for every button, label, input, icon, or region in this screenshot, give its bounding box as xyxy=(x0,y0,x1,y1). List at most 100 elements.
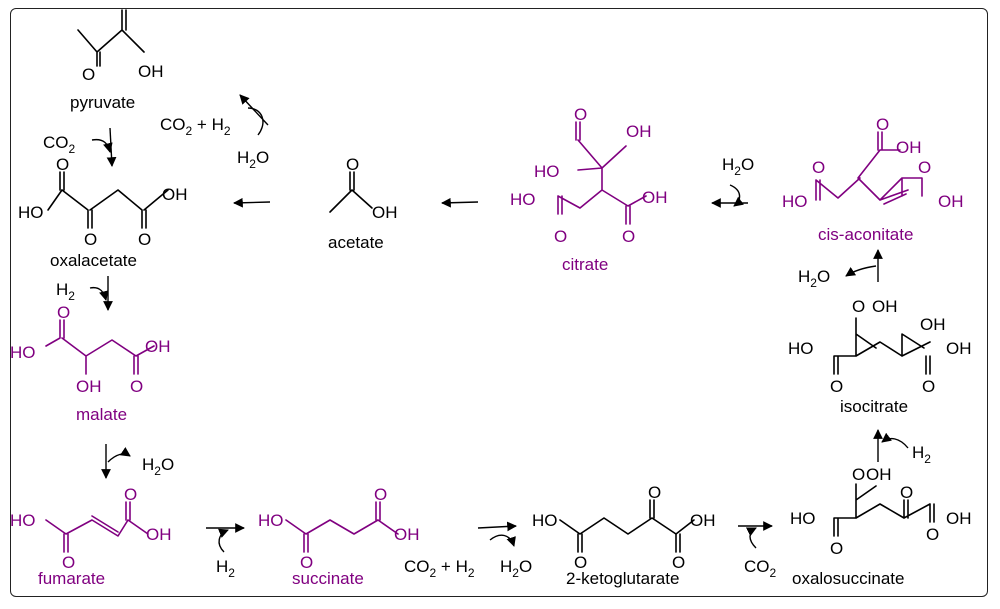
svg-text:O: O xyxy=(830,377,843,396)
oxalosuccinate-to-isocitrate-arrow: H2 xyxy=(873,429,931,466)
svg-text:O: O xyxy=(830,539,843,558)
svg-text:O: O xyxy=(56,155,69,174)
svg-text:O: O xyxy=(84,230,97,249)
svg-text:HO: HO xyxy=(258,511,284,530)
co2-fixation-arrow: CO2 xyxy=(43,127,117,167)
svg-text:O: O xyxy=(574,553,587,572)
svg-text:O: O xyxy=(346,155,359,174)
malate-to-fumarate-arrow: H2O xyxy=(101,444,174,479)
svg-text:HO: HO xyxy=(790,509,816,528)
svg-text:HO: HO xyxy=(10,511,36,530)
svg-text:OH: OH xyxy=(162,185,188,204)
citrate-to-acetate-arrow xyxy=(441,197,479,208)
svg-text:O: O xyxy=(374,485,387,504)
svg-text:HO: HO xyxy=(782,192,808,211)
svg-text:O: O xyxy=(648,483,661,502)
2-ketoglutarate-label: 2-ketoglutarate xyxy=(566,569,679,588)
svg-text:H2O: H2O xyxy=(142,455,174,478)
acetate-to-oxalacetate-arrow xyxy=(233,197,271,208)
svg-text:OH: OH xyxy=(866,465,892,484)
isocitrate-label: isocitrate xyxy=(840,397,908,416)
svg-text:O: O xyxy=(876,115,889,134)
svg-text:HO: HO xyxy=(534,162,560,181)
svg-text:O: O xyxy=(852,297,865,316)
svg-text:CO2: CO2 xyxy=(744,557,777,580)
oxalacetate-structure: O HO O O OH oxalacetate xyxy=(18,155,188,270)
svg-text:O: O xyxy=(57,303,70,322)
svg-text:H2: H2 xyxy=(912,443,931,466)
svg-text:O: O xyxy=(300,553,313,572)
oxalosuccinate-label: oxalosuccinate xyxy=(792,569,904,588)
isocitrate-to-aconitate-arrow: H2O xyxy=(798,249,883,290)
svg-text:O: O xyxy=(62,553,75,572)
svg-text:H2: H2 xyxy=(216,557,235,580)
svg-text:HO: HO xyxy=(18,203,44,222)
svg-text:H2: H2 xyxy=(56,280,75,303)
svg-text:HO: HO xyxy=(788,339,814,358)
svg-text:OH: OH xyxy=(642,188,668,207)
acetate-label: acetate xyxy=(328,233,384,252)
pyruvate-curved-arrow xyxy=(247,107,264,136)
svg-text:O: O xyxy=(130,377,143,396)
svg-text:HO: HO xyxy=(10,343,36,362)
svg-text:OH: OH xyxy=(938,192,964,211)
svg-text:O: O xyxy=(812,158,825,177)
svg-text:O: O xyxy=(124,485,137,504)
oxalacetate-label: oxalacetate xyxy=(50,251,137,270)
svg-text:OH: OH xyxy=(372,203,398,222)
svg-text:CO2: CO2 xyxy=(43,133,76,156)
svg-text:OH: OH xyxy=(946,509,972,528)
svg-text:O: O xyxy=(900,483,913,502)
svg-text:O: O xyxy=(672,553,685,572)
svg-text:O: O xyxy=(622,227,635,246)
svg-text:H2O: H2O xyxy=(798,267,830,290)
oxalacetate-to-malate-arrow: H2 xyxy=(56,276,113,311)
aconitate-to-citrate-arrow: H2O xyxy=(711,155,754,208)
fumarate-to-succinate-arrow: H2 xyxy=(206,523,245,580)
pyruvate-structure: O OH pyruvate xyxy=(70,9,164,112)
fumarate-structure: HO O OH O fumarate xyxy=(10,485,172,588)
ketoglutarate-to-oxalosuccinate-arrow: CO2 xyxy=(738,521,777,580)
svg-text:O: O xyxy=(138,230,151,249)
pyruvate-hydroxyl: OH xyxy=(138,62,164,81)
pyruvate-arrow xyxy=(239,94,269,126)
2-ketoglutarate-structure: HO O OH O O 2-ketoglutarate xyxy=(532,483,716,588)
pyruvate-oxo: O xyxy=(82,65,95,84)
svg-text:OH: OH xyxy=(146,525,172,544)
malate-structure: O HO OH OH O malate xyxy=(10,303,171,424)
svg-text:OH: OH xyxy=(920,315,946,334)
svg-text:OH: OH xyxy=(626,122,652,141)
svg-text:H2O: H2O xyxy=(722,155,754,178)
svg-text:O: O xyxy=(922,377,935,396)
svg-text:H2O: H2O xyxy=(237,148,269,171)
pyruvate-reagents: CO2 + H2 H2O xyxy=(160,94,269,171)
svg-text:O: O xyxy=(574,105,587,124)
svg-text:H2O: H2O xyxy=(500,557,532,580)
acetate-structure: O OH acetate xyxy=(328,155,398,252)
svg-text:OH: OH xyxy=(145,337,171,356)
svg-text:OH: OH xyxy=(946,339,972,358)
diagram-frame xyxy=(10,8,988,597)
svg-text:CO2 + H2: CO2 + H2 xyxy=(160,115,231,138)
pyruvate-label: pyruvate xyxy=(70,93,135,112)
svg-text:OH: OH xyxy=(896,138,922,157)
citrate-structure: O OH HO HO OH O O citrate xyxy=(510,105,668,274)
svg-text:O: O xyxy=(918,158,931,177)
svg-text:O: O xyxy=(852,465,865,484)
succinate-to-ketoglutarate-arrow: CO2 + H2 H2O xyxy=(404,521,532,580)
svg-text:CO2 + H2: CO2 + H2 xyxy=(404,557,475,580)
svg-text:OH: OH xyxy=(76,377,102,396)
oxalosuccinate-structure: O OH O HO OH O O oxalosuccinate xyxy=(790,465,972,588)
cis-aconitate-label: cis-aconitate xyxy=(818,225,913,244)
cis-aconitate-structure: O OH HO O O OH cis-aconitate xyxy=(782,115,964,244)
fumarate-label: fumarate xyxy=(38,569,105,588)
malate-label: malate xyxy=(76,405,127,424)
svg-text:HO: HO xyxy=(510,190,536,209)
succinate-label: succinate xyxy=(292,569,364,588)
svg-text:O: O xyxy=(926,525,939,544)
svg-text:OH: OH xyxy=(394,525,420,544)
succinate-structure: HO O OH O succinate xyxy=(258,485,420,588)
svg-text:OH: OH xyxy=(690,511,716,530)
isocitrate-structure: O OH OH HO OH O O isocitrate xyxy=(788,297,972,416)
